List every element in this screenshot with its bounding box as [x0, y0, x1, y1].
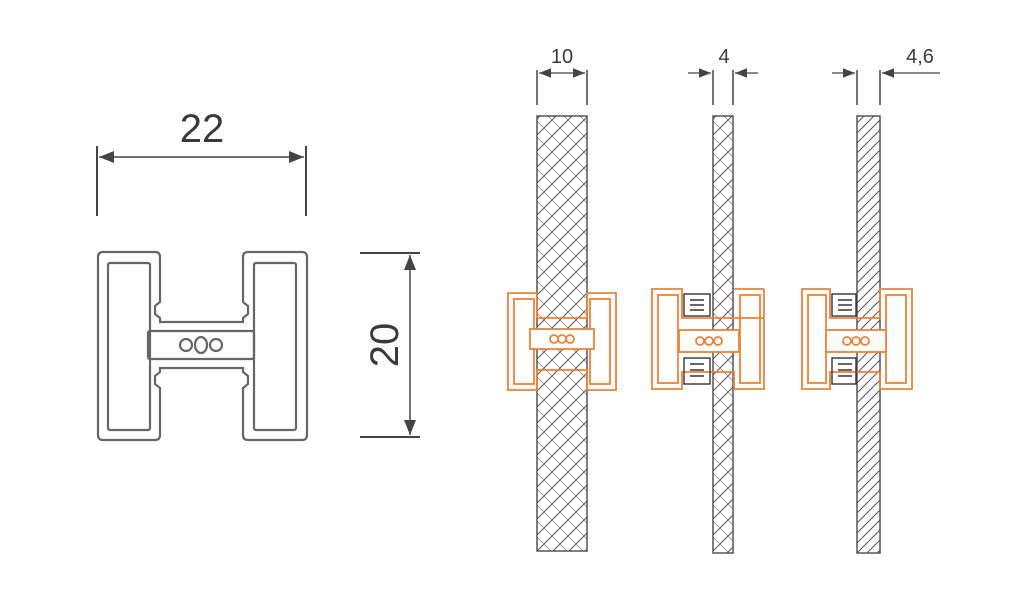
width-dimension-label: 22: [180, 107, 225, 151]
panel-3-gasket: [831, 293, 857, 385]
panel-3-thickness-label: 4,6: [906, 46, 934, 68]
h-profile-shape: [96, 250, 309, 442]
panel-assembly-3: 4,6: [801, 46, 940, 554]
panel-1-connector: [507, 292, 617, 391]
panel-2-connector: [651, 288, 765, 390]
panel-2-thickness-label: 4: [718, 46, 729, 68]
panel-3-connector: [801, 288, 913, 390]
height-dimension-label: 20: [363, 323, 407, 368]
panel-assembly-2: 4: [651, 46, 765, 554]
panel-1-thickness-label: 10: [551, 46, 573, 68]
panel-assembly-1: 10: [507, 46, 617, 552]
h-profile-section: 22 20: [96, 107, 420, 442]
panel-2-gasket: [683, 293, 711, 385]
